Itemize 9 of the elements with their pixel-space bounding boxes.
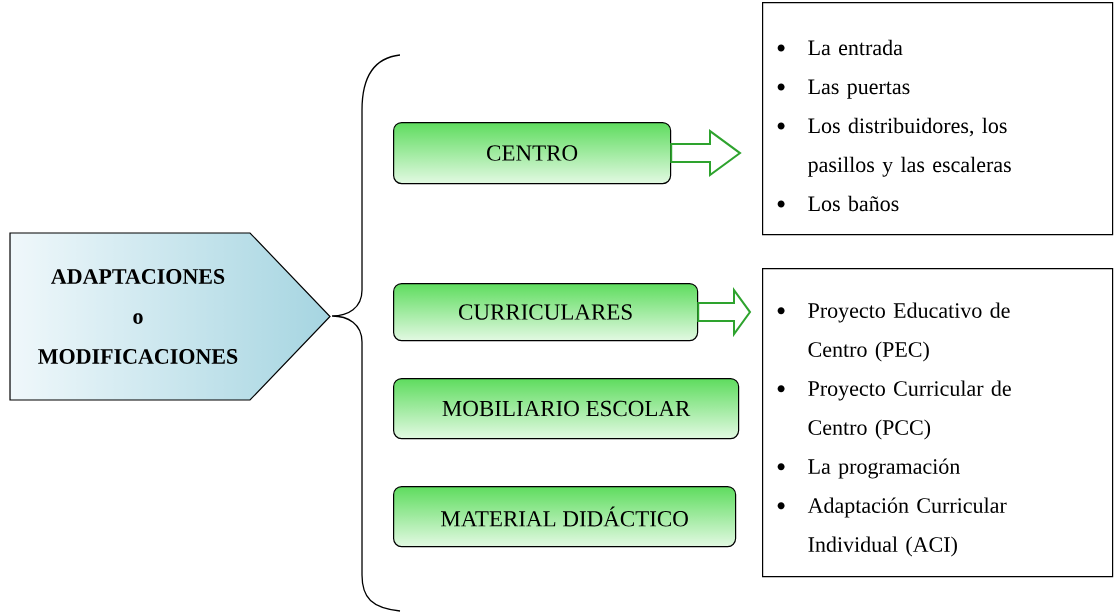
pentagon-box: ADAPTACIONES o MODIFICACIONES — [9, 232, 331, 401]
block-arrow — [697, 287, 752, 338]
rounded-box: MATERIAL DIDÁCTICO — [393, 486, 737, 548]
block-arrow — [670, 129, 742, 178]
list-box: La entrada Las puertas Los distribuidores, los pasillos y las escaleras Los baños — [762, 2, 1114, 236]
rounded-box: CURRICULARES — [393, 283, 699, 342]
list-box: Proyecto Educativo de Centro (PEC) Proyecto Curricular de Centro (PCC) La programación Adaptación Curricular Individual (ACI) — [762, 268, 1114, 578]
rounded-box: MOBILIARIO ESCOLAR — [393, 378, 740, 440]
rounded-box: CENTRO — [393, 122, 672, 185]
